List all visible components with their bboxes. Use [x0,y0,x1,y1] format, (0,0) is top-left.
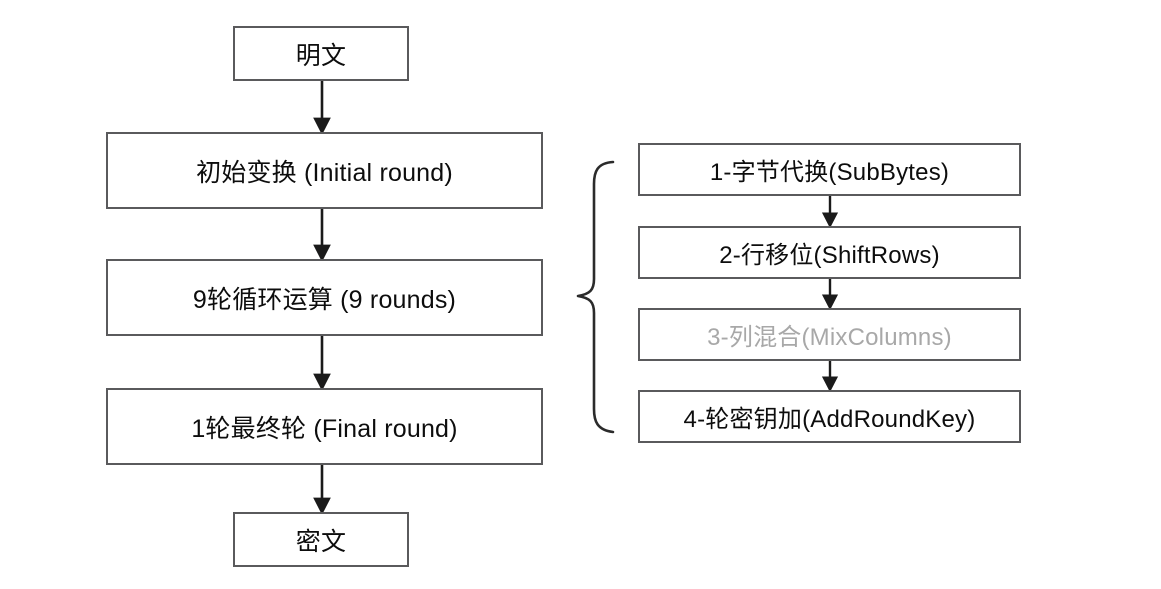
node-addroundkey-label: 4-轮密钥加(AddRoundKey) [683,406,976,433]
node-initial-round[interactable]: 初始变换 (Initial round) [106,132,543,209]
node-plaintext-label: 明文 [295,41,347,70]
node-ciphertext-label: 密文 [295,527,347,556]
node-nine-rounds-label: 9轮循环运算 (9 rounds) [192,285,457,314]
node-initial-round-label: 初始变换 (Initial round) [196,158,453,187]
node-final-round-label: 1轮最终轮 (Final round) [191,414,458,443]
node-plaintext[interactable]: 明文 [233,26,409,81]
node-ciphertext[interactable]: 密文 [233,512,409,567]
node-subbytes-label: 1-字节代换(SubBytes) [709,159,950,186]
node-nine-rounds[interactable]: 9轮循环运算 (9 rounds) [106,259,543,336]
node-shiftrows[interactable]: 2-行移位(ShiftRows) [638,226,1021,279]
curly-brace [576,160,615,434]
node-mixcolumns-label: 3-列混合(MixColumns) [707,324,952,351]
node-final-round[interactable]: 1轮最终轮 (Final round) [106,388,543,465]
node-subbytes[interactable]: 1-字节代换(SubBytes) [638,143,1021,196]
node-mixcolumns[interactable]: 3-列混合(MixColumns) [638,308,1021,361]
node-addroundkey[interactable]: 4-轮密钥加(AddRoundKey) [638,390,1021,443]
node-shiftrows-label: 2-行移位(ShiftRows) [719,242,940,269]
